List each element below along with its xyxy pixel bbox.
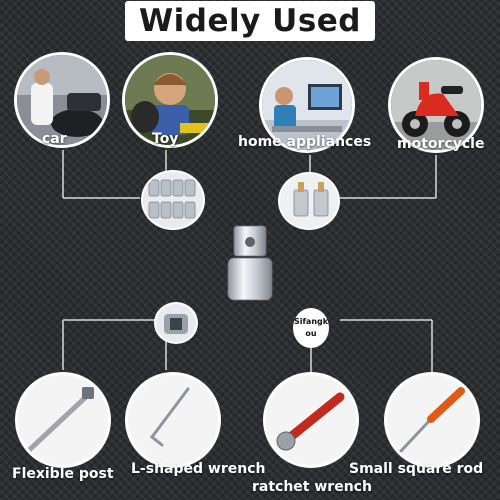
label-flexible-post: Flexible post (12, 466, 114, 482)
socket-adapter-icon (227, 225, 273, 301)
label-ratchet-wrench: ratchet wrench (252, 479, 372, 495)
brand-line-1: Sifangk (293, 317, 329, 326)
flexible-post-photo (15, 372, 111, 468)
ratchet-wrench-photo (263, 372, 359, 468)
adapter-closeup-photo (154, 302, 198, 344)
brand-badge: Sifangk ou (293, 308, 329, 348)
socket-set-photo (141, 170, 205, 230)
label-toy: Toy (152, 131, 179, 147)
label-home-appliances: home appliances (238, 134, 372, 150)
label-small-square-rod: Small square rod (349, 461, 484, 477)
title-banner: Widely Used (0, 0, 500, 42)
brand-line-2: ou (305, 329, 317, 338)
car-photo (14, 52, 110, 148)
small-square-rod-photo (384, 372, 480, 468)
home-appliances-photo (259, 57, 355, 153)
page-title: Widely Used (124, 1, 375, 41)
bit-socket-photo (278, 172, 340, 230)
label-l-shaped-wrench: L-shaped wrench (131, 461, 266, 477)
l-shaped-wrench-photo (125, 372, 221, 468)
label-car: car (42, 131, 67, 147)
label-motorcycle: motorcycle (397, 136, 485, 152)
motorcycle-photo (388, 57, 484, 153)
